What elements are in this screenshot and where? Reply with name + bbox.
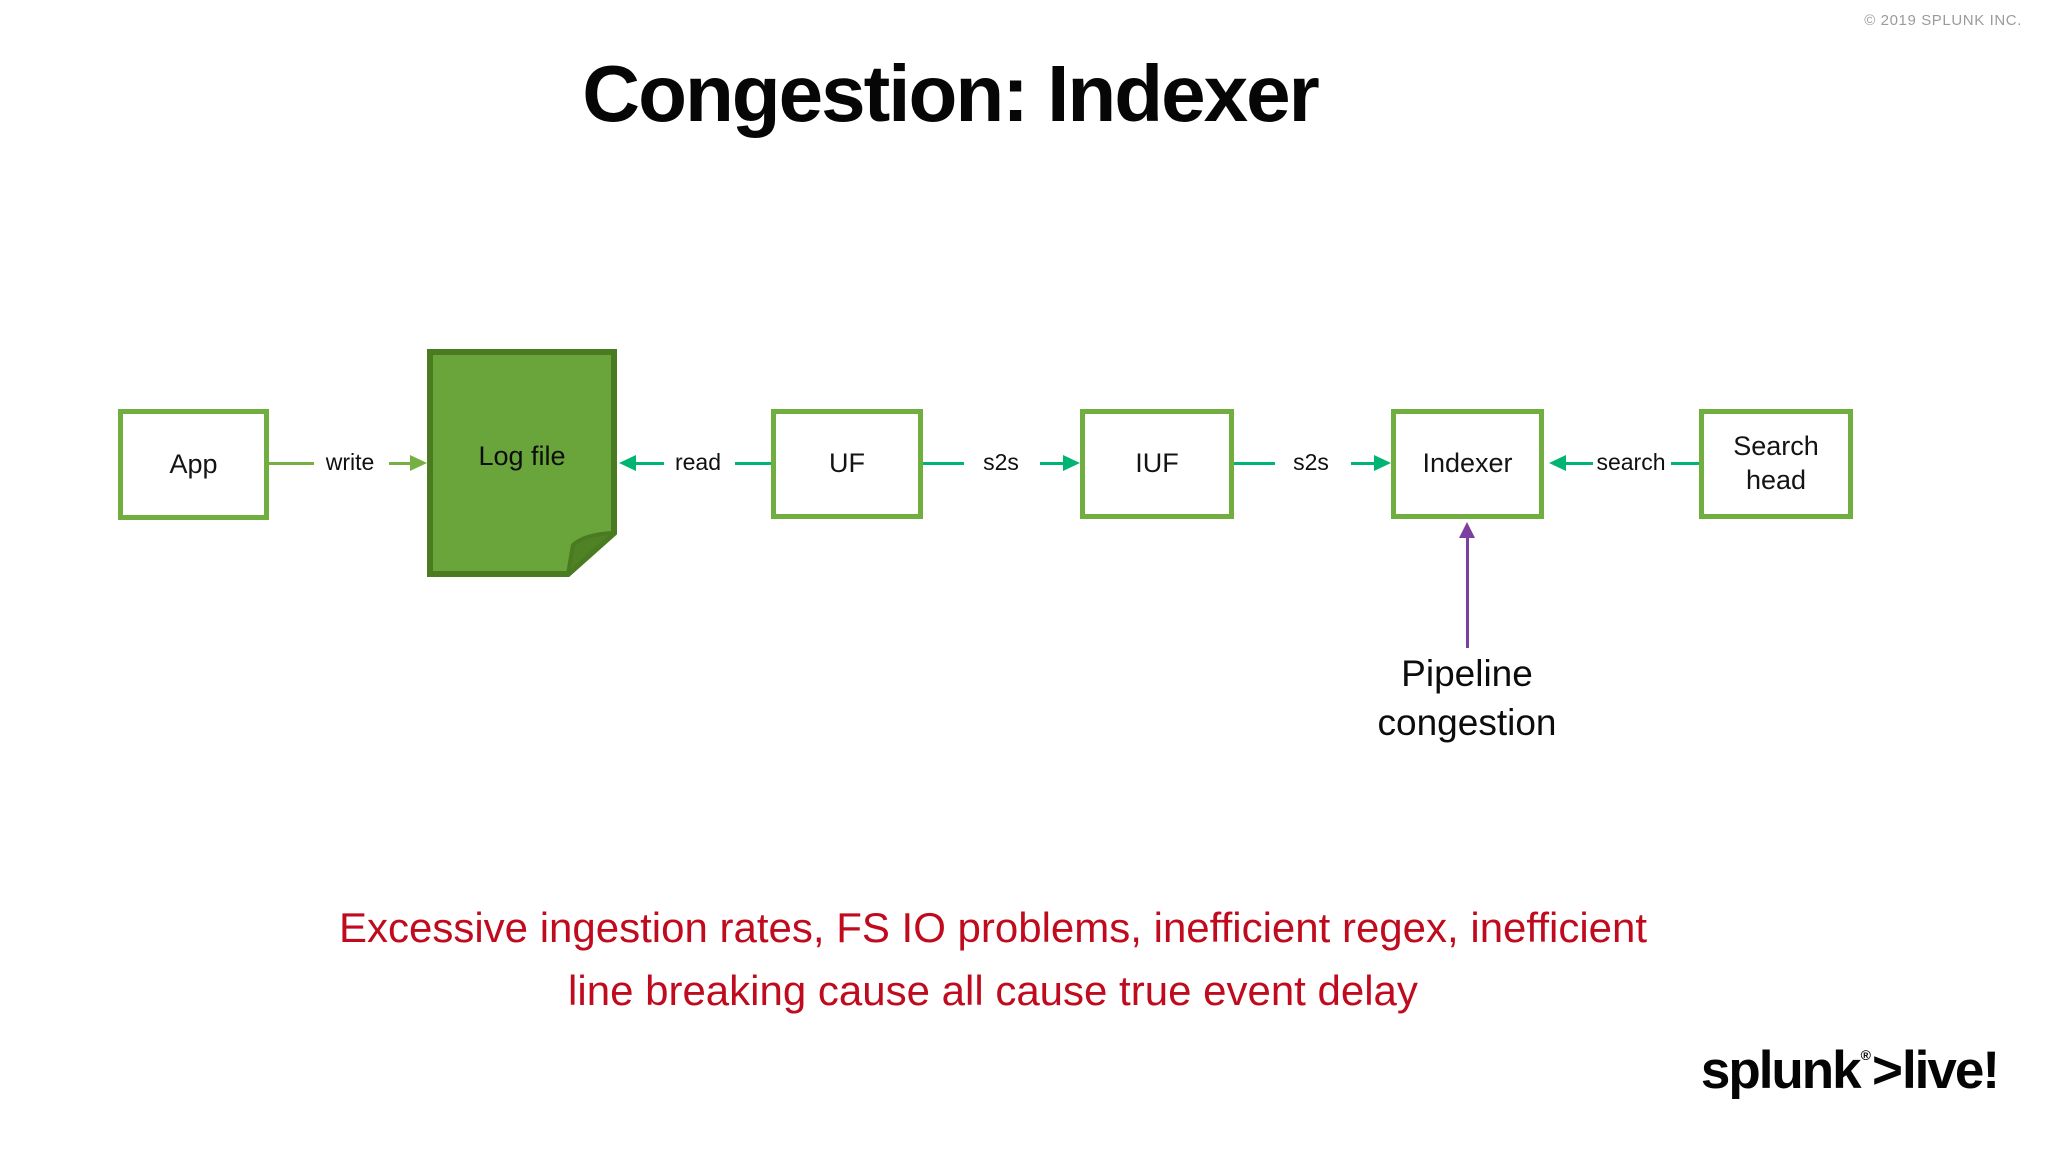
edge-label-write: write	[325, 449, 375, 475]
s2s2-arrowhead-right-icon	[1374, 455, 1391, 471]
search-arrow-line	[1564, 462, 1593, 465]
copyright-text: © 2019 SPLUNK INC.	[1864, 12, 2022, 29]
warning-note-line-1: Excessive ingestion rates, FS IO problem…	[338, 904, 1648, 951]
edge-label-search: search	[1596, 449, 1666, 475]
warning-note-line-2: line breaking cause all cause true event…	[568, 967, 1418, 1014]
read-stub-line	[735, 462, 771, 465]
write-arrowhead-right-icon	[410, 455, 427, 471]
edge-label-s2s-2: s2s	[1293, 449, 1329, 475]
pipeline-congestion-label: Pipeline congestion	[1377, 653, 1557, 743]
registered-trademark-icon: ®	[1860, 1047, 1871, 1063]
page-title: Congestion: Indexer	[582, 49, 1319, 138]
pipeline-arrowhead-up-icon	[1459, 522, 1475, 538]
node-uf: UF	[771, 409, 923, 519]
log-file-document-icon	[427, 349, 617, 577]
node-logfile-label: Log file	[478, 441, 566, 471]
search-arrowhead-left-icon	[1549, 455, 1566, 471]
warning-note: Excessive ingestion rates, FS IO problem…	[339, 896, 1647, 1022]
splunk-live-logo: splunk®>live!	[1700, 1040, 2000, 1101]
s2s1-arrowhead-right-icon	[1063, 455, 1080, 471]
logo-product: live!	[1901, 1041, 2000, 1100]
node-indexer-label: Indexer	[1422, 448, 1513, 479]
s2s2-arrow-line	[1351, 462, 1377, 465]
node-app-label: App	[169, 448, 218, 479]
node-indexer: Indexer	[1391, 409, 1544, 519]
node-search-head: Search head	[1699, 409, 1853, 519]
s2s1-stub-line	[923, 462, 964, 465]
node-uf-label: UF	[829, 448, 865, 479]
read-arrow-line	[634, 462, 664, 465]
pipeline-arrow-line	[1466, 536, 1469, 648]
node-search-head-label: Search head	[1733, 431, 1819, 495]
s2s1-arrow-line	[1040, 462, 1066, 465]
write-arrow-line	[389, 462, 413, 465]
search-stub-line	[1671, 462, 1699, 465]
node-iuf-label: IUF	[1135, 448, 1179, 479]
node-app: App	[118, 409, 269, 520]
logo-chevron: >	[1871, 1041, 1903, 1100]
write-stub-line	[269, 462, 314, 465]
read-arrowhead-left-icon	[619, 455, 636, 471]
s2s2-stub-line	[1234, 462, 1275, 465]
edge-label-read: read	[674, 449, 722, 475]
logo-brand: splunk	[1700, 1041, 1862, 1100]
node-iuf: IUF	[1080, 409, 1234, 519]
edge-label-s2s-1: s2s	[983, 449, 1019, 475]
